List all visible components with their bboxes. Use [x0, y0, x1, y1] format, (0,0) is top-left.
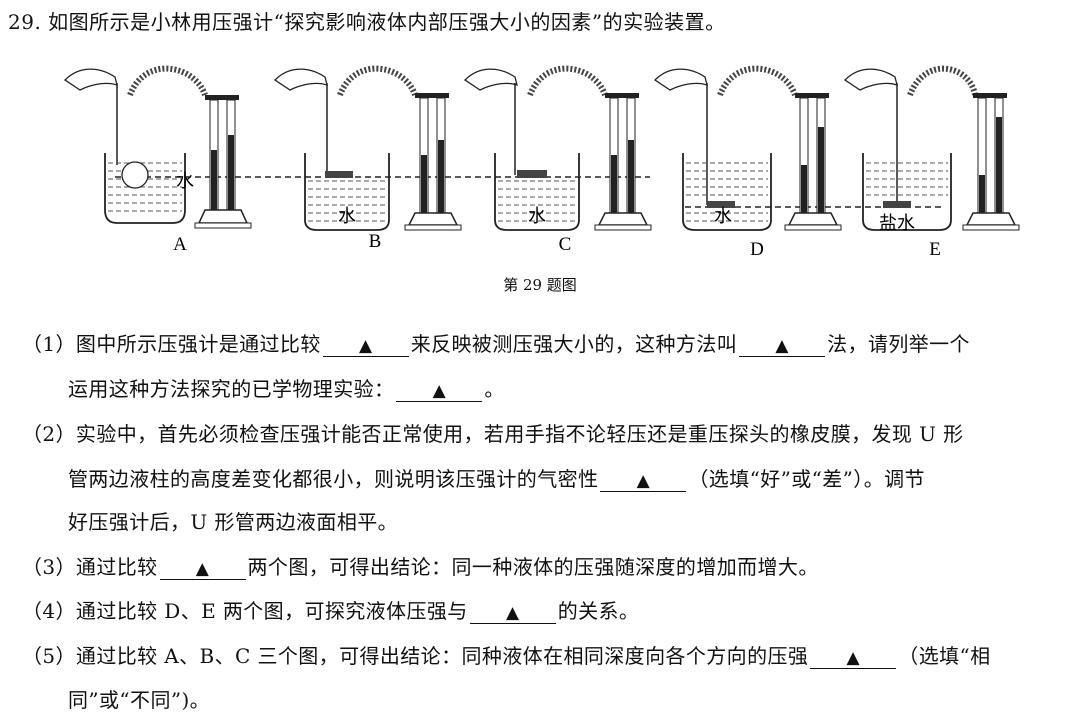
line-6: （3）通过比较▲两个图，可得出结论：同一种液体的压强随深度的增加而增大。 — [22, 555, 819, 580]
line-5: 好压强计后，U 形管两边液面相平。 — [68, 510, 399, 534]
figure-caption: 第 29 题图 — [503, 276, 577, 294]
answer-blank-7[interactable]: ▲ — [810, 646, 897, 669]
liquid-label-e: 盐水 — [879, 213, 915, 233]
panel-label-c: C — [559, 234, 572, 255]
panel-b — [273, 65, 462, 231]
line-4: 管两边液柱的高度差变化都很小，则说明该压强计的气密性▲（选填“好”或“差”）。调… — [68, 467, 925, 492]
answer-blank-2[interactable]: ▲ — [739, 334, 826, 357]
panel-label-d: D — [750, 239, 764, 260]
liquid-label-a: 水 — [176, 171, 194, 191]
answer-blank-6[interactable]: ▲ — [469, 601, 556, 624]
line-8: （5）通过比较 A、B、C 三个图，可得出结论：同种液体在相同深度向各个方向的压… — [22, 644, 991, 669]
liquid-label-b: 水 — [338, 206, 356, 226]
panel-e — [843, 65, 1020, 231]
line-1: （1）图中所示压强计是通过比较▲来反映被测压强大小的，这种方法叫▲法，请列举一个 — [22, 332, 970, 357]
panel-label-b: B — [369, 231, 382, 252]
panel-c — [463, 65, 652, 231]
answer-blank-3[interactable]: ▲ — [396, 379, 483, 402]
apparatus-figure: 水 水 水 水 盐水 A B C D E — [63, 65, 1020, 260]
panel-label-e: E — [929, 239, 941, 260]
answer-blank-5[interactable]: ▲ — [159, 557, 246, 580]
liquid-label-d: 水 — [714, 206, 732, 226]
answer-blank-1[interactable]: ▲ — [322, 334, 409, 357]
line-2: 运用这种方法探究的已学物理实验：▲。 — [68, 377, 505, 402]
panel-d — [653, 65, 842, 231]
line-3: （2）实验中，首先必须检查压强计能否正常使用，若用手指不论轻压还是重压探头的橡皮… — [22, 422, 964, 446]
panel-a — [63, 65, 252, 229]
panel-label-a: A — [173, 234, 187, 255]
line-7: （4）通过比较 D、E 两个图，可探究液体压强与▲的关系。 — [22, 599, 640, 624]
line-9: 同”或“不同”)。 — [68, 688, 211, 712]
answer-blank-4[interactable]: ▲ — [600, 469, 687, 492]
liquid-label-c: 水 — [528, 206, 546, 226]
question-title: 29. 如图所示是小林用压强计“探究影响液体内部压强大小的因素”的实验装置。 — [8, 10, 726, 34]
